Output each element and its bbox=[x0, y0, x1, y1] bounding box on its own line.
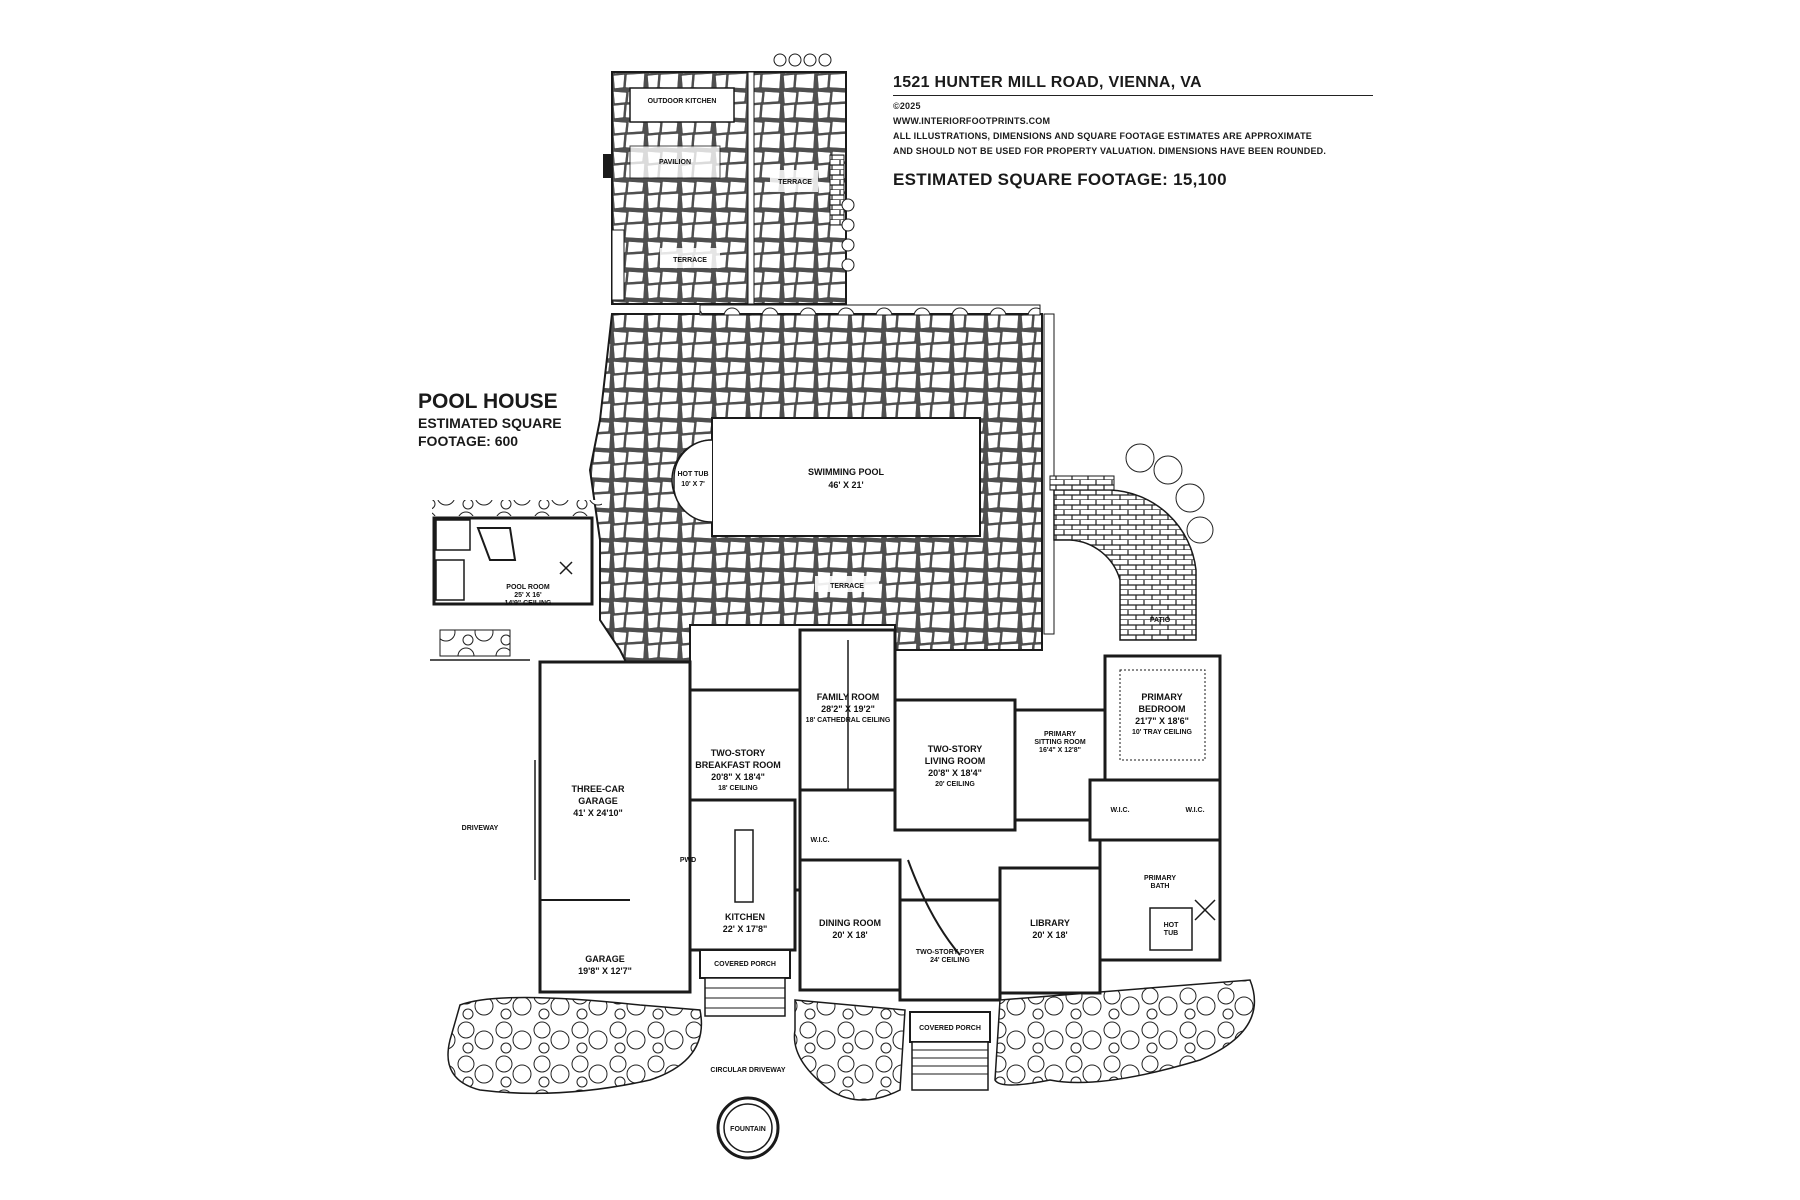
dining-room-label: DINING ROOM bbox=[819, 918, 881, 928]
breakfast-room-label-1: TWO-STORY bbox=[711, 748, 766, 758]
hot-tub-dimension: 10' X 7' bbox=[681, 481, 705, 488]
foyer-ceiling: 24' CEILING bbox=[930, 957, 970, 964]
patio-label: PATIO bbox=[1150, 617, 1171, 624]
shrub-border bbox=[611, 53, 1055, 635]
upper-terrace-area bbox=[603, 71, 847, 305]
three-car-garage-label-2: GARAGE bbox=[578, 796, 618, 806]
main-house bbox=[534, 628, 1222, 1091]
swimming-pool bbox=[711, 417, 981, 537]
library-label: LIBRARY bbox=[1030, 918, 1070, 928]
living-room-ceiling: 20' CEILING bbox=[935, 781, 975, 788]
breakfast-room-label-2: BREAKFAST ROOM bbox=[695, 760, 781, 770]
living-room-label-2: LIVING ROOM bbox=[925, 756, 986, 766]
foyer-label: TWO-STORY FOYER bbox=[916, 949, 984, 956]
pool-house-plan bbox=[430, 500, 602, 661]
pool-house-title: POOL HOUSE bbox=[418, 390, 558, 413]
fountain-label: FOUNTAIN bbox=[730, 1126, 766, 1133]
garage-label: GARAGE bbox=[585, 954, 625, 964]
family-room-ceiling: 18' CATHEDRAL CEILING bbox=[806, 717, 891, 724]
pavilion-label: PAVILION bbox=[659, 159, 691, 166]
primary-bedroom-label-2: BEDROOM bbox=[1139, 704, 1186, 714]
terrace-main-label: TERRACE bbox=[830, 583, 864, 590]
room-labels: OUTDOOR KITCHEN PAVILION TERRACE TERRACE… bbox=[462, 98, 1205, 1133]
property-header: 1521 HUNTER MILL ROAD, VIENNA, VA ©2025 … bbox=[893, 74, 1413, 190]
terrace-upper-label: TERRACE bbox=[673, 257, 707, 264]
property-address: 1521 HUNTER MILL ROAD, VIENNA, VA bbox=[893, 74, 1373, 96]
copyright-text: ©2025 bbox=[893, 101, 921, 111]
main-terrace-area bbox=[588, 313, 1043, 691]
pool-room-ceiling: 14'9" CEILING bbox=[505, 600, 553, 607]
kitchen-wic-label: W.I.C. bbox=[810, 837, 829, 844]
wic-1-label: W.I.C. bbox=[1110, 807, 1129, 814]
covered-porch-front-label: COVERED PORCH bbox=[919, 1025, 981, 1032]
hot-tub-2-label-2: TUB bbox=[1164, 930, 1178, 937]
dining-room-dimension: 20' X 18' bbox=[832, 930, 867, 940]
garage-dimension: 19'8" X 12'7" bbox=[578, 966, 632, 976]
kitchen-dimension: 22' X 17'8" bbox=[723, 924, 768, 934]
family-room-dimension: 28'2" X 19'2" bbox=[821, 704, 875, 714]
primary-bath-label-2: BATH bbox=[1151, 883, 1170, 890]
terrace-upper-right-label: TERRACE bbox=[778, 179, 812, 186]
pool-room-label: POOL ROOM bbox=[506, 584, 550, 591]
living-room-label-1: TWO-STORY bbox=[928, 744, 983, 754]
primary-bedroom-dimension: 21'7" X 18'6" bbox=[1135, 716, 1189, 726]
covered-porch-side-label: COVERED PORCH bbox=[714, 961, 776, 968]
kitchen-label: KITCHEN bbox=[725, 912, 765, 922]
primary-sitting-label-1: PRIMARY bbox=[1044, 731, 1076, 738]
front-landscaping bbox=[447, 979, 1256, 1160]
primary-bath-label-1: PRIMARY bbox=[1144, 875, 1176, 882]
library-dimension: 20' X 18' bbox=[1032, 930, 1067, 940]
driveway-label: DRIVEWAY bbox=[462, 825, 499, 832]
disclaimer-line-1: ALL ILLUSTRATIONS, DIMENSIONS AND SQUARE… bbox=[893, 131, 1312, 141]
wic-2-label: W.I.C. bbox=[1185, 807, 1204, 814]
primary-sitting-dimension: 16'4" X 12'8" bbox=[1039, 747, 1081, 754]
swimming-pool-dimension: 46' X 21' bbox=[828, 480, 863, 490]
primary-bedroom-label-1: PRIMARY bbox=[1141, 692, 1182, 702]
primary-sitting-label-2: SITTING ROOM bbox=[1034, 739, 1086, 746]
swimming-pool-label: SWIMMING POOL bbox=[808, 467, 884, 477]
three-car-garage-dimension: 41' X 24'10" bbox=[573, 808, 623, 818]
patio-area bbox=[1049, 443, 1214, 641]
breakfast-room-ceiling: 18' CEILING bbox=[718, 785, 758, 792]
hot-tub-label: HOT TUB bbox=[677, 471, 708, 478]
family-room-label: FAMILY ROOM bbox=[817, 692, 880, 702]
three-car-garage-label-1: THREE-CAR bbox=[572, 784, 625, 794]
estimated-square-footage: ESTIMATED SQUARE FOOTAGE: 15,100 bbox=[893, 170, 1227, 189]
pool-room-dimension: 25' X 16' bbox=[514, 592, 542, 599]
primary-bedroom-ceiling: 10' TRAY CEILING bbox=[1132, 729, 1193, 736]
breakfast-room-dimension: 20'8" X 18'4" bbox=[711, 772, 765, 782]
pool-house-label: POOL HOUSE ESTIMATED SQUARE FOOTAGE: 600 bbox=[418, 390, 562, 450]
hot-tub-2-label-1: HOT bbox=[1164, 922, 1180, 929]
powder-room-label: PWD bbox=[680, 857, 696, 864]
pool-house-sqft-line-1: ESTIMATED SQUARE bbox=[418, 415, 562, 431]
living-room-dimension: 20'8" X 18'4" bbox=[928, 768, 982, 778]
website-text: WWW.INTERIORFOOTPRINTS.COM bbox=[893, 116, 1051, 126]
pool-house-sqft-line-2: FOOTAGE: 600 bbox=[418, 433, 519, 449]
disclaimer-line-2: AND SHOULD NOT BE USED FOR PROPERTY VALU… bbox=[893, 146, 1327, 156]
outdoor-kitchen-label: OUTDOOR KITCHEN bbox=[648, 98, 717, 105]
circular-driveway-label: CIRCULAR DRIVEWAY bbox=[710, 1067, 786, 1074]
